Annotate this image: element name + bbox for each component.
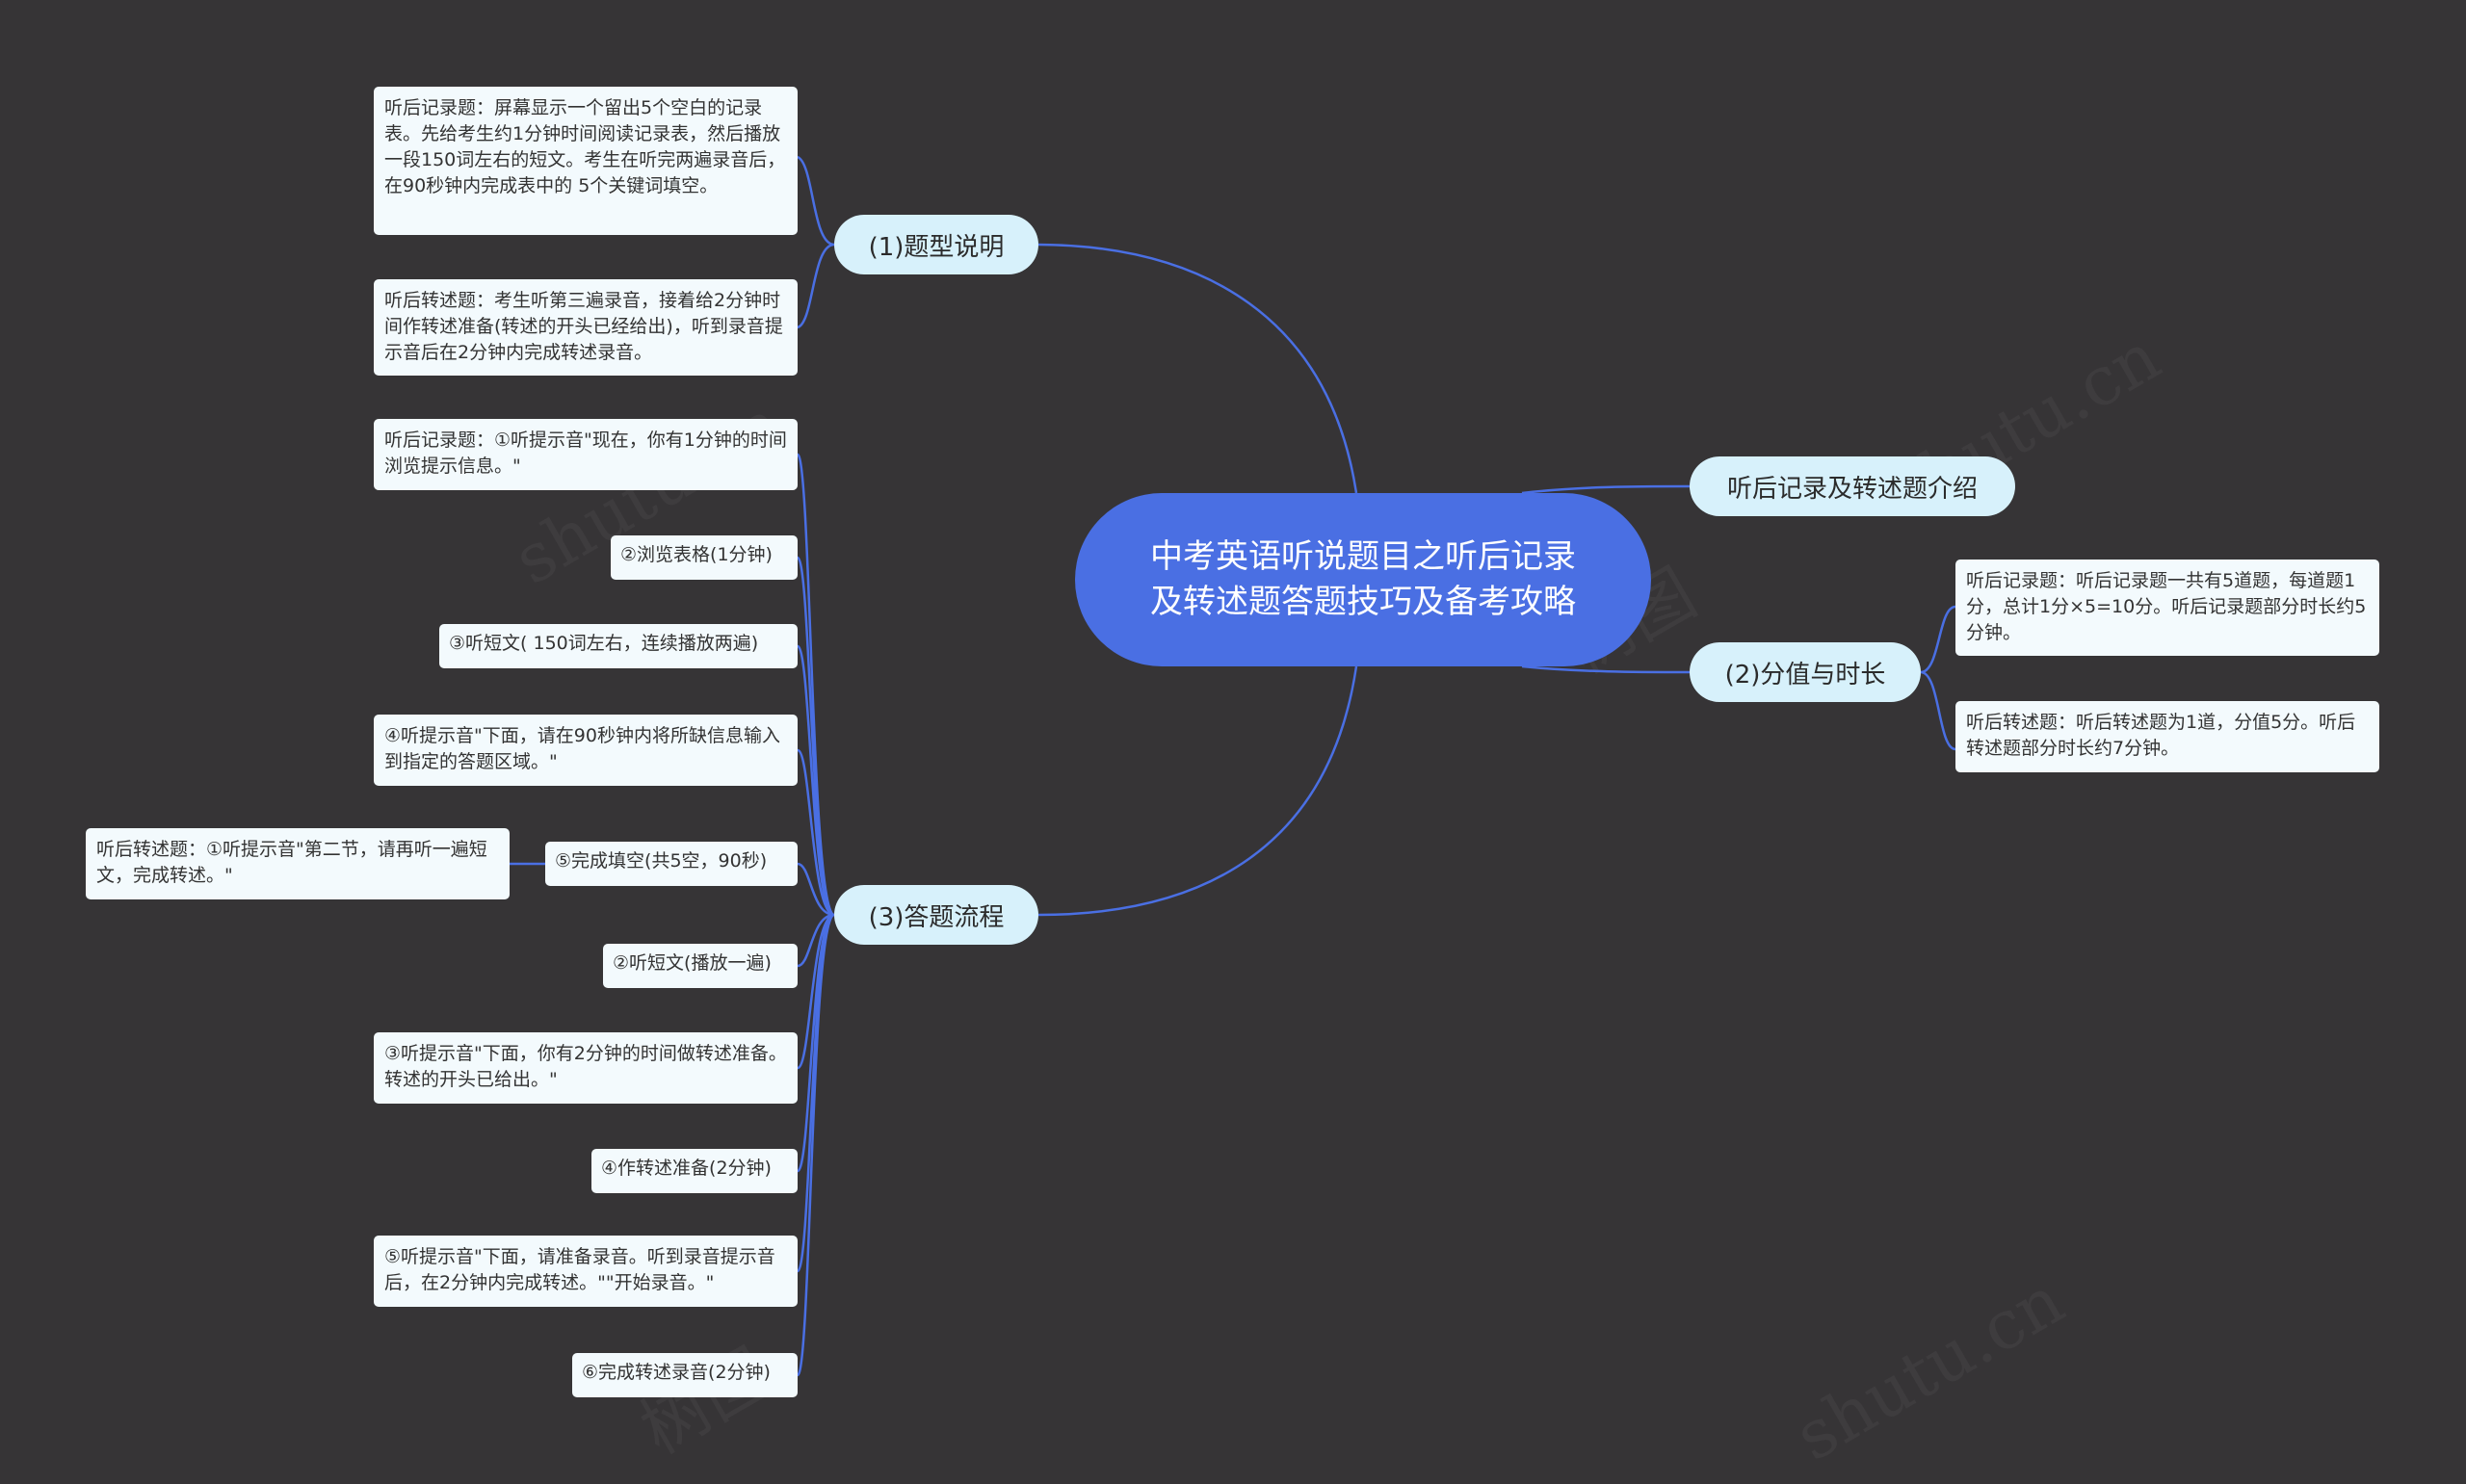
root-title: 中考英语听说题目之听后记录及转述题答题技巧及备考攻略 (1150, 537, 1576, 621)
branch-type-desc[interactable]: (1)题型说明 (834, 215, 1038, 274)
score-item[interactable]: 听后转述题：听后转述题为1道，分值5分。听后转述题部分时长约7分钟。 (1955, 701, 2379, 772)
branch-type-desc-label: (1)题型说明 (868, 232, 1005, 262)
link-type-desc-group (797, 155, 835, 329)
link-root-score (1521, 664, 1691, 674)
process-item[interactable]: ③听短文( 150词左右，连续播放两遍) (439, 624, 798, 668)
score-item-text: 听后记录题：听后记录题一共有5道题，每道题1分，总计1分×5=10分。听后记录题… (1966, 570, 2367, 643)
process-sub-item-text: 听后转述题：①听提示音"第二节，请再听一遍短文，完成转述。" (96, 839, 487, 886)
process-item[interactable]: ②听短文(播放一遍) (603, 944, 798, 988)
link-root-type-desc (1037, 243, 1358, 494)
link-root-intro (1521, 484, 1691, 495)
branch-process-label: (3)答题流程 (868, 902, 1005, 932)
process-item[interactable]: ⑤听提示音"下面，请准备录音。听到录音提示音后，在2分钟内完成转述。""开始录音… (374, 1236, 798, 1307)
branch-score-label: (2)分值与时长 (1724, 660, 1886, 690)
link-root-process (1037, 665, 1358, 917)
process-item-text: ⑤听提示音"下面，请准备录音。听到录音提示音后，在2分钟内完成转述。""开始录音… (384, 1246, 775, 1293)
process-item[interactable]: 听后记录题：①听提示音"现在，你有1分钟的时间浏览提示信息。" (374, 419, 798, 490)
process-item[interactable]: ②浏览表格(1分钟) (611, 535, 798, 580)
process-item-text: ⑥完成转述录音(2分钟) (582, 1362, 771, 1383)
process-item[interactable]: ④听提示音"下面，请在90秒钟内将所缺信息输入到指定的答题区域。" (374, 715, 798, 786)
process-item-text: ③听短文( 150词左右，连续播放两遍) (449, 633, 759, 654)
process-item-text: ④作转述准备(2分钟) (601, 1158, 772, 1179)
branch-score[interactable]: (2)分值与时长 (1690, 642, 1921, 702)
process-item[interactable]: ④作转述准备(2分钟) (591, 1149, 798, 1193)
process-item[interactable]: ③听提示音"下面，你有2分钟的时间做转述准备。转述的开头已给出。" (374, 1032, 798, 1104)
process-item-text: 听后记录题：①听提示音"现在，你有1分钟的时间浏览提示信息。" (384, 430, 787, 477)
process-sub-item[interactable]: 听后转述题：①听提示音"第二节，请再听一遍短文，完成转述。" (86, 828, 510, 899)
process-item-text: ②听短文(播放一遍) (613, 952, 772, 974)
type-desc-item-text: 听后转述题：考生听第三遍录音，接着给2分钟时间作转述准备(转述的开头已经给出)，… (384, 290, 783, 363)
branch-process[interactable]: (3)答题流程 (834, 885, 1038, 945)
score-item[interactable]: 听后记录题：听后记录题一共有5道题，每道题1分，总计1分×5=10分。听后记录题… (1955, 560, 2379, 656)
process-item-text: ⑤完成填空(共5空，90秒) (555, 850, 768, 872)
process-item[interactable]: ⑥完成转述录音(2分钟) (572, 1353, 798, 1397)
root-topic[interactable]: 中考英语听说题目之听后记录及转述题答题技巧及备考攻略 (1075, 493, 1651, 666)
process-item[interactable]: ⑤完成填空(共5空，90秒) (545, 842, 798, 886)
link-process-group (796, 453, 836, 1377)
branch-intro-label: 听后记录及转述题介绍 (1726, 474, 1978, 504)
branch-intro[interactable]: 听后记录及转述题介绍 (1690, 456, 2015, 516)
type-desc-item[interactable]: 听后转述题：考生听第三遍录音，接着给2分钟时间作转述准备(转述的开头已经给出)，… (374, 279, 798, 376)
type-desc-item[interactable]: 听后记录题：屏幕显示一个留出5个空白的记录表。先给考生约1分钟时间阅读记录表，然… (374, 87, 798, 235)
process-item-text: ③听提示音"下面，你有2分钟的时间做转述准备。转述的开头已给出。" (384, 1043, 787, 1090)
process-item-text: ④听提示音"下面，请在90秒钟内将所缺信息输入到指定的答题区域。" (384, 725, 780, 772)
process-item-text: ②浏览表格(1分钟) (620, 544, 773, 565)
link-score-group (1920, 605, 1956, 751)
score-item-text: 听后转述题：听后转述题为1道，分值5分。听后转述题部分时长约7分钟。 (1966, 712, 2356, 759)
type-desc-item-text: 听后记录题：屏幕显示一个留出5个空白的记录表。先给考生约1分钟时间阅读记录表，然… (384, 97, 786, 196)
